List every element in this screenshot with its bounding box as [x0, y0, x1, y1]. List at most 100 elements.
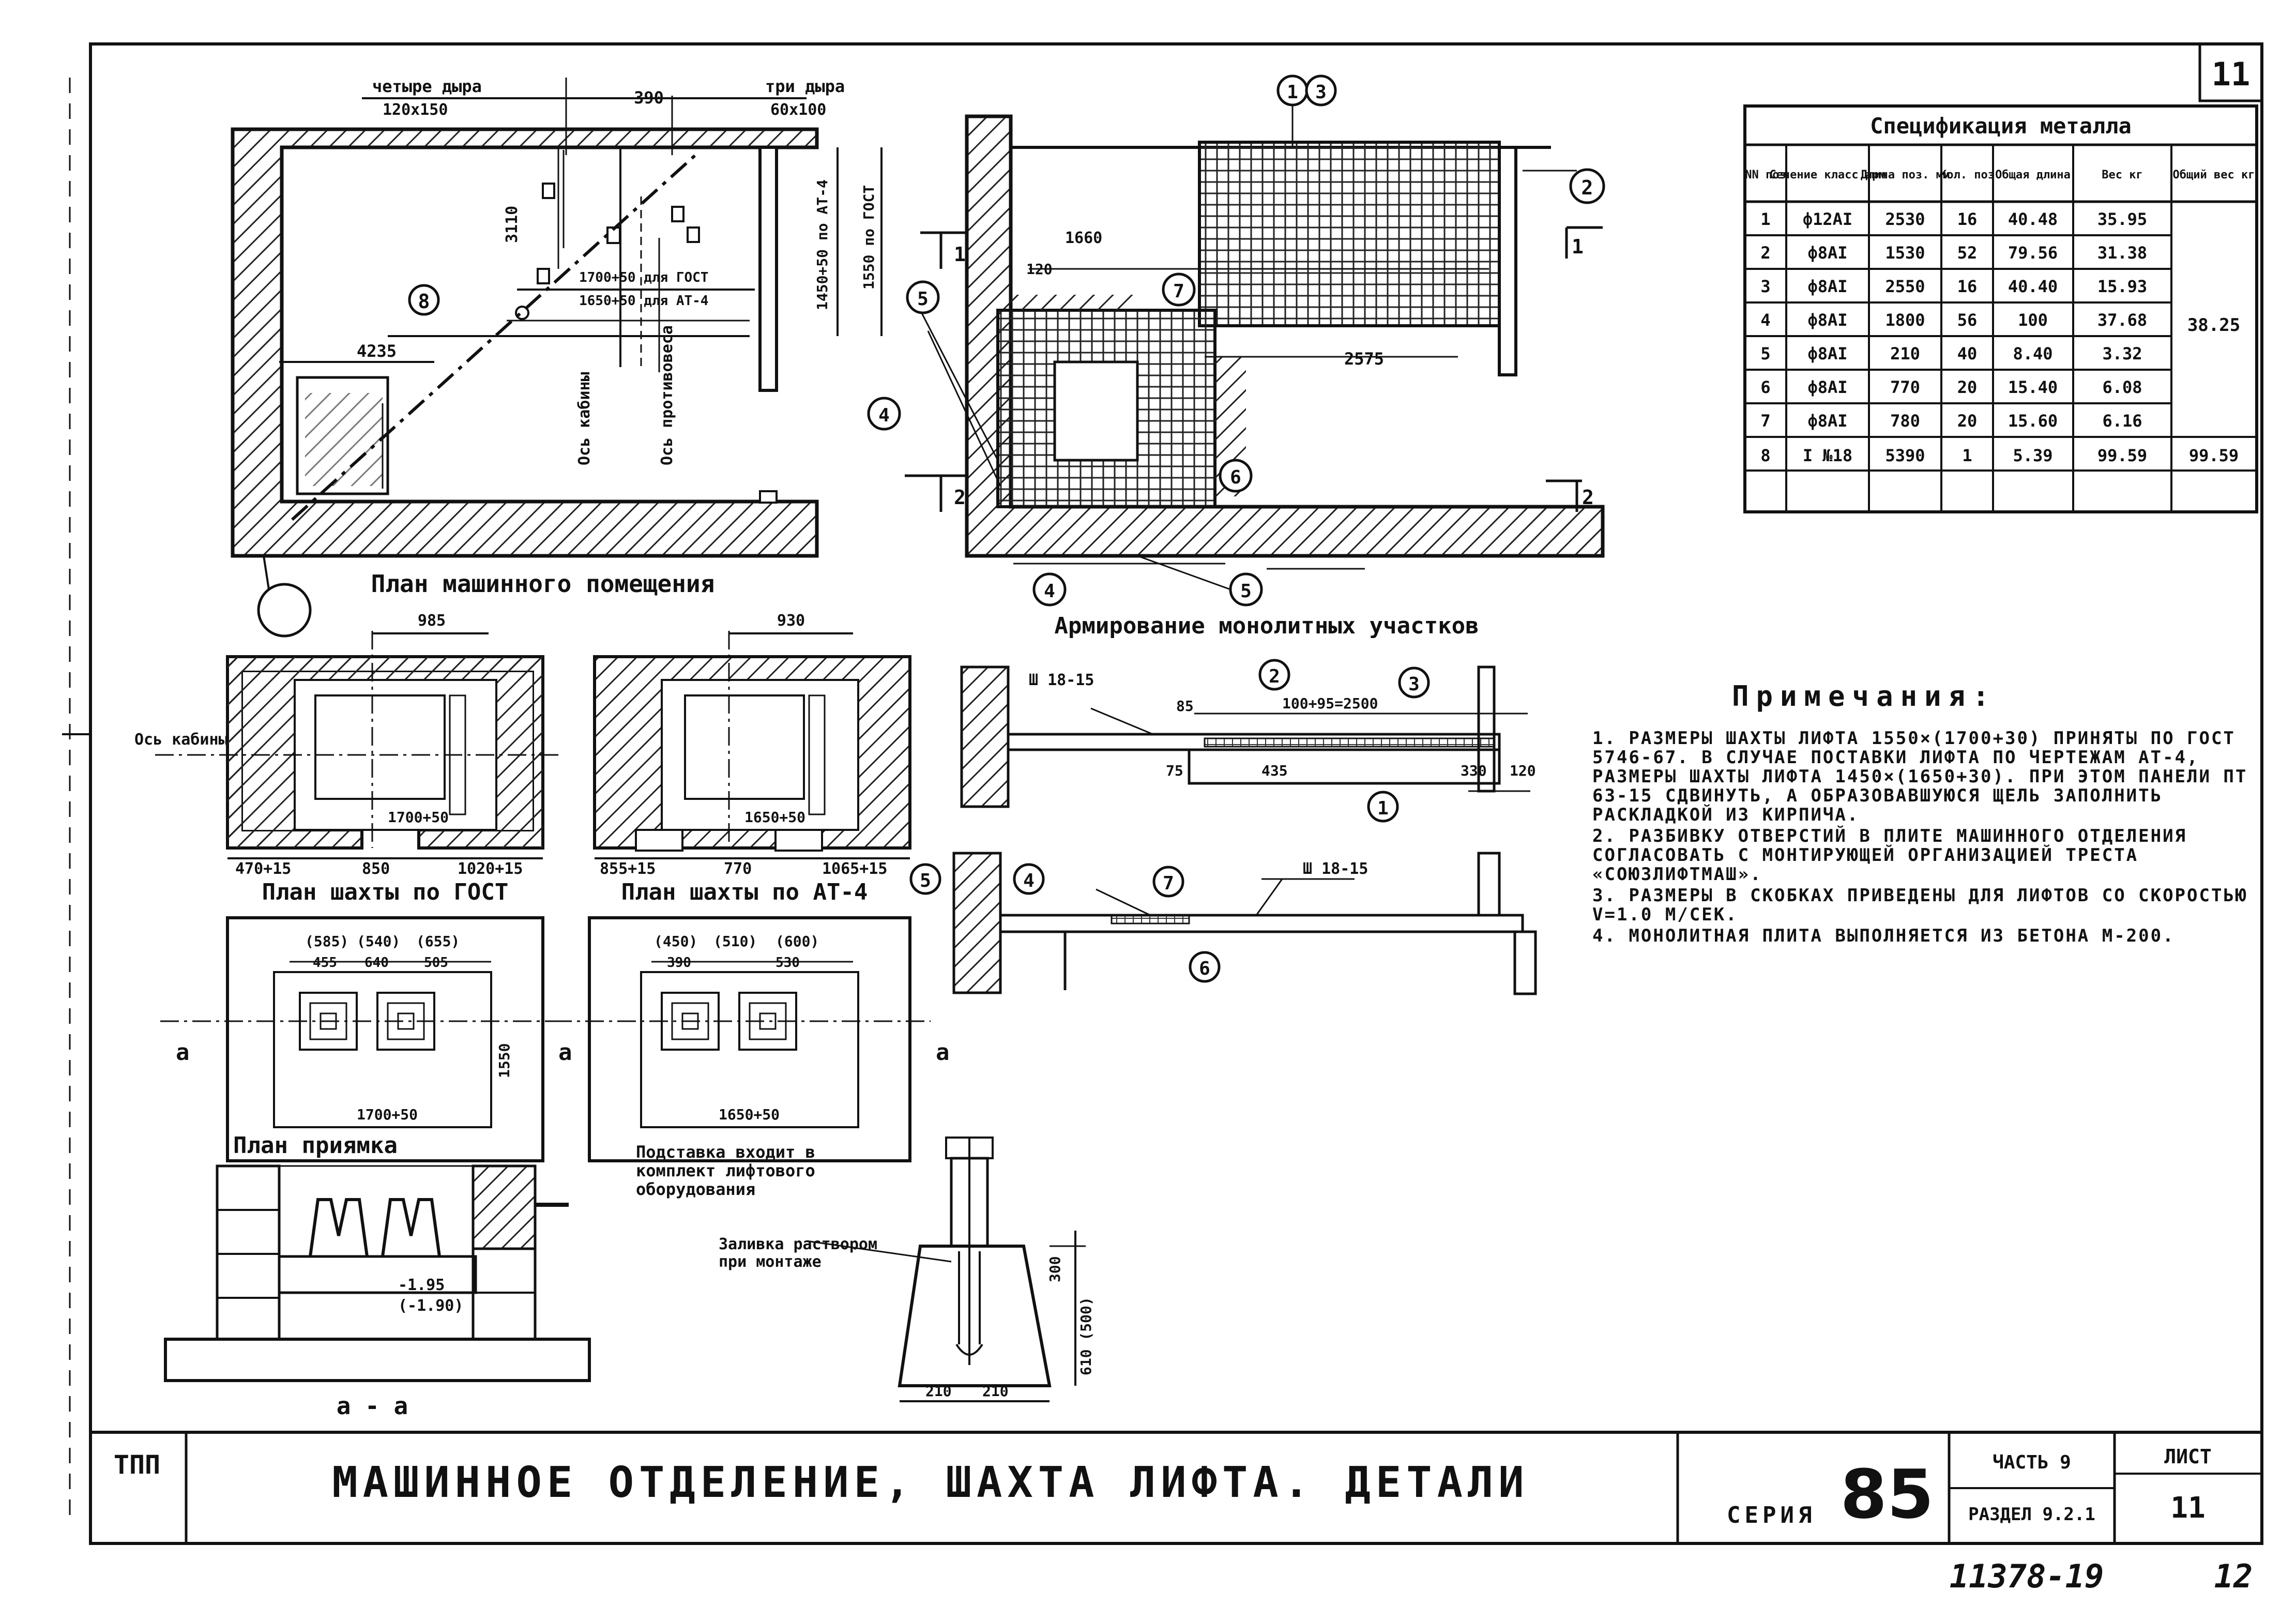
- spec-r8-pos: 8: [1760, 446, 1770, 465]
- spec-r5-w: 3.32: [2102, 344, 2142, 363]
- dim-3110: 3110: [503, 206, 521, 243]
- spec-r5-pos: 5: [1760, 344, 1770, 363]
- spec-r1-sec: ф12АI: [1803, 209, 1852, 229]
- pit-p585: (585): [305, 933, 348, 950]
- spec-r1-w: 35.95: [2097, 209, 2147, 229]
- spec-r6-sec: ф8АI: [1807, 377, 1847, 397]
- dim-120: 120: [1026, 261, 1053, 278]
- spec-r4-len: 1800: [1885, 310, 1925, 330]
- beam-label-1: Ш 18-15: [1029, 671, 1094, 689]
- reinforcement-plan: [905, 80, 1605, 590]
- callout-6-sec: 6: [1199, 958, 1210, 979]
- sheet-label: ЛИСТ: [2164, 1445, 2212, 1468]
- spec-header-count: Кол. поз: [1940, 169, 1995, 181]
- spec-r2-w: 31.38: [2097, 243, 2147, 263]
- stand-dim-210b: 210: [982, 1383, 1009, 1400]
- spec-r4-pos: 4: [1760, 310, 1770, 330]
- level-1-95: -1.95: [398, 1276, 445, 1294]
- stand-dim-300: 300: [1046, 1256, 1063, 1282]
- rebar-spacing: 100+95=2500: [1282, 695, 1378, 712]
- note-4: 4. Монолитная плита выполняется из бетон…: [1592, 926, 2175, 946]
- dim-1020: 1020+15: [458, 860, 523, 878]
- spec-r6-w: 6.08: [2102, 377, 2142, 397]
- callout-4-bottom: 4: [1044, 581, 1055, 602]
- shaft-plan-gost: [155, 631, 558, 859]
- caption-section-aa: а - а: [337, 1392, 408, 1420]
- section-mark-1-left: 1: [954, 243, 966, 266]
- pit-plan-at4: [553, 916, 931, 1162]
- spec-r5-tlen: 8.40: [2013, 344, 2052, 363]
- spec-header-length: Длина поз. мм: [1861, 169, 1950, 181]
- spec-r8-w: 99.59: [2097, 446, 2147, 465]
- spec-r6-len: 770: [1890, 377, 1920, 397]
- callout-6-reinf: 6: [1230, 467, 1241, 488]
- section-mark-1-right: 1: [1572, 235, 1584, 258]
- sheet-number-top: 11: [2212, 55, 2251, 93]
- spec-r1-len: 2530: [1885, 209, 1925, 229]
- caption-shaft-plan-gost: План шахты по ГОСТ: [262, 879, 509, 905]
- three-holes-size: 60х100: [770, 101, 826, 119]
- spec-r4-tlen: 100: [2018, 310, 2048, 330]
- spec-r6-pos: 6: [1760, 377, 1770, 397]
- part-label: ЧАСТЬ 9: [1993, 1452, 2071, 1473]
- spec-r8-tlen: 5.39: [2013, 446, 2052, 465]
- spec-r1-tlen: 40.48: [2008, 209, 2058, 229]
- axis-counterweight-label: Ось противовеса: [658, 325, 676, 465]
- dim-1700-50: 1700+50: [388, 809, 449, 826]
- callout-2-reinf: 2: [1582, 176, 1593, 199]
- axis-label-shaft-gost: Ось кабины: [134, 731, 228, 749]
- pit-455: 455: [313, 955, 337, 971]
- dim-4235: 4235: [357, 341, 397, 361]
- stand-note: Подставка входит в комплект лифтового об…: [636, 1143, 815, 1199]
- spec-r2-tlen: 79.56: [2008, 243, 2058, 263]
- callout-5-sec: 5: [920, 870, 931, 891]
- spec-r5-len: 210: [1890, 344, 1920, 363]
- pit-1650: 1650+50: [719, 1106, 780, 1123]
- caption-pit-plan: План приямка: [233, 1132, 398, 1159]
- series-label: СЕРИЯ: [1727, 1502, 1816, 1528]
- pit-530: 530: [776, 955, 800, 971]
- caption-shaft-plan-at4: План шахты по АТ-4: [621, 879, 868, 905]
- pit-640: 640: [364, 955, 389, 971]
- spec-header-weight: Вес кг: [2102, 169, 2142, 181]
- spec-r4-sec: ф8АI: [1807, 310, 1847, 330]
- caption-machine-room-plan: План машинного помещения: [371, 570, 715, 598]
- spec-r5-cnt: 40: [1957, 344, 1978, 363]
- callout-8: 8: [418, 290, 430, 313]
- machine-room-plan: 8: [231, 78, 883, 638]
- dim-75: 75: [1166, 762, 1183, 779]
- spec-r3-len: 2550: [1885, 277, 1925, 296]
- spec-r8-len: 5390: [1885, 446, 1925, 465]
- dim-1650-50: 1650+50: [744, 809, 805, 826]
- dim-470: 470+15: [235, 860, 291, 878]
- spec-r2-len: 1530: [1885, 243, 1925, 263]
- callout-4-reinf: 4: [878, 405, 890, 426]
- four-holes-size: 120х150: [383, 101, 448, 119]
- dim-1700-gost: 1700+50 для ГОСТ: [579, 270, 708, 285]
- spec-r1-pos: 1: [1760, 209, 1770, 229]
- callout-1-sec: 1: [1377, 798, 1389, 819]
- caption-monolithic-reinforcement: Армирование монолитных участков: [1054, 613, 1479, 639]
- callout-5-reinf: 5: [917, 289, 929, 310]
- section-mark-2-right: 2: [1582, 486, 1594, 509]
- sheet-frame: [62, 42, 2263, 1545]
- spec-r5-sec: ф8АI: [1807, 344, 1847, 363]
- spec-r7-cnt: 20: [1957, 411, 1978, 431]
- pit-p510: (510): [713, 933, 757, 950]
- pit-p450: (450): [654, 933, 697, 950]
- page-number: 12: [2214, 1557, 2253, 1595]
- pit-mark-a-right: а: [936, 1039, 950, 1066]
- note-1: 1. Размеры шахты лифта 1550×(1700+30) пр…: [1592, 729, 2248, 825]
- sheet-value: 11: [2170, 1491, 2205, 1525]
- spec-r3-sec: ф8АI: [1807, 277, 1847, 296]
- dim-1065: 1065+15: [822, 860, 887, 878]
- spec-total-rebar: 38.25: [2187, 315, 2240, 336]
- note-2: 2. Разбивку отверстий в плите машинного …: [1592, 826, 2187, 885]
- spec-r2-sec: ф8АI: [1807, 243, 1847, 263]
- spec-r1-cnt: 16: [1957, 209, 1978, 229]
- section-label: РАЗДЕЛ 9.2.1: [1968, 1504, 2095, 1525]
- level-1-90: (-1.90): [398, 1297, 463, 1315]
- spec-header-section: Сечение класс арм: [1769, 169, 1886, 181]
- callout-7-reinf: 7: [1173, 281, 1184, 302]
